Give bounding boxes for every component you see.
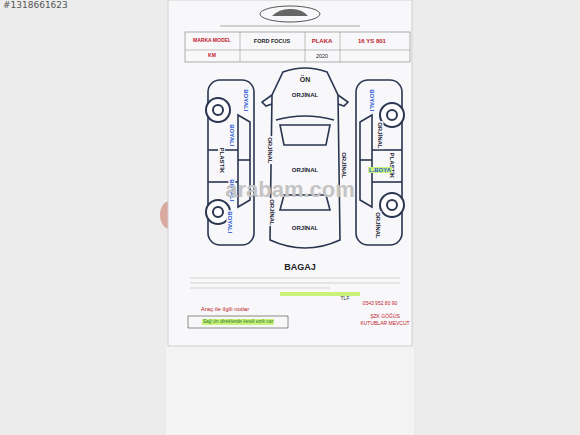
part-status: L.BOYA bbox=[368, 167, 392, 174]
table-cell: 2020 bbox=[316, 53, 328, 59]
rear-label: BAGAJ bbox=[284, 263, 316, 273]
front-label: ÖN bbox=[300, 76, 311, 84]
phone-number: 0543 952 80 90 bbox=[363, 301, 398, 307]
part-status: PLASTİK bbox=[389, 151, 396, 179]
table-cell: PLAKA bbox=[312, 38, 333, 45]
part-status: ORJİNAL bbox=[291, 225, 319, 232]
remark: KUTUBLAR MEVCUT bbox=[360, 321, 409, 327]
part-status: BOYALI bbox=[369, 88, 376, 112]
remark: ŞZK GÖĞÜS bbox=[370, 314, 400, 320]
watermark-id: #1318661623 bbox=[3, 1, 68, 11]
part-status: ORJİNAL bbox=[341, 151, 348, 179]
part-status: BOYALI bbox=[243, 88, 250, 112]
part-status: PLASTİK bbox=[219, 146, 226, 174]
part-status: BOYALI bbox=[227, 210, 234, 234]
part-status: ORJİNAL bbox=[267, 136, 274, 164]
table-cell: 16 YS 801 bbox=[358, 38, 386, 45]
part-status: ORJİNAL bbox=[375, 211, 382, 239]
part-status: ORJİNAL bbox=[291, 92, 319, 99]
part-status: BOYALI bbox=[229, 123, 236, 147]
handwritten-note: Sağ ön direklerde kesik ezik var bbox=[202, 319, 275, 325]
part-status: ORJİNAL bbox=[377, 121, 384, 149]
table-cell: MARKA MODEL bbox=[193, 38, 231, 44]
phone-label: TLF bbox=[341, 296, 350, 302]
watermark: arabam.com bbox=[225, 178, 355, 202]
table-cell: KM bbox=[208, 53, 216, 59]
table-cell: FORD FOCUS bbox=[254, 38, 290, 44]
notes-heading: Araç ile ilgili notlar bbox=[201, 306, 249, 313]
part-status: ORJİNAL bbox=[269, 198, 276, 226]
part-status: ORJİNAL bbox=[291, 167, 319, 174]
